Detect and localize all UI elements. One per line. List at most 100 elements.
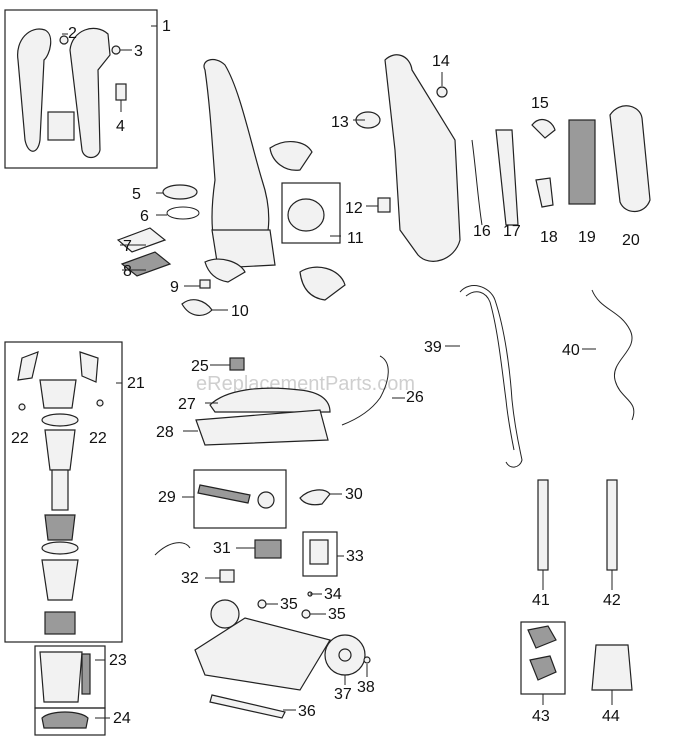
bin-lid-24 bbox=[41, 711, 89, 729]
gasket-6 bbox=[166, 206, 200, 220]
callout-2: 2 bbox=[68, 25, 77, 42]
motor-parts-group bbox=[154, 531, 344, 619]
screw-38 bbox=[363, 656, 371, 664]
accessories-group bbox=[445, 285, 635, 705]
axle-36 bbox=[209, 694, 286, 719]
dirt-bin-23 bbox=[39, 651, 83, 703]
brush-roll-box bbox=[193, 469, 287, 529]
callout-27: 27 bbox=[178, 396, 196, 413]
pedal-25 bbox=[229, 357, 245, 371]
callout-4: 4 bbox=[116, 118, 125, 135]
wand-41 bbox=[537, 479, 549, 571]
callout-38: 38 bbox=[357, 679, 375, 696]
belt-30 bbox=[299, 489, 331, 506]
callout-15: 15 bbox=[531, 95, 549, 112]
base-group bbox=[183, 355, 405, 446]
base-cover-27 bbox=[209, 387, 331, 413]
callout-24: 24 bbox=[113, 710, 131, 727]
callout-39: 39 bbox=[424, 339, 442, 356]
cup-body bbox=[41, 559, 79, 601]
callout-32: 32 bbox=[181, 570, 199, 587]
belt-cover bbox=[204, 258, 246, 283]
callout-22-left: 22 bbox=[11, 430, 29, 447]
callout-19: 19 bbox=[578, 229, 596, 246]
handle-assembly-group bbox=[4, 9, 158, 169]
callout-6: 6 bbox=[140, 208, 149, 225]
screw-35-a bbox=[257, 599, 267, 609]
dirt-cup-group bbox=[4, 341, 123, 643]
callout-26: 26 bbox=[406, 389, 424, 406]
handle-right-half bbox=[69, 27, 111, 159]
filter-19 bbox=[568, 119, 596, 205]
dirt-cup-box bbox=[4, 341, 123, 643]
cyclone-separator bbox=[44, 429, 76, 471]
callout-18: 18 bbox=[540, 229, 558, 246]
hose-26 bbox=[341, 355, 389, 426]
latch-12 bbox=[377, 197, 391, 213]
cup-filter bbox=[44, 514, 76, 541]
brush-roll bbox=[197, 484, 251, 504]
motor-box-11 bbox=[281, 182, 341, 244]
nozzle-18 bbox=[535, 177, 554, 208]
channel-17 bbox=[495, 129, 519, 226]
hose-10 bbox=[181, 299, 213, 316]
callout-37: 37 bbox=[334, 686, 352, 703]
callout-25: 25 bbox=[191, 358, 209, 375]
wheel-hub bbox=[338, 648, 352, 662]
switch-32 bbox=[219, 569, 235, 583]
lid-part bbox=[269, 141, 313, 171]
rear-housing-group bbox=[353, 54, 651, 262]
rear-housing bbox=[384, 54, 461, 262]
callout-35-a: 35 bbox=[280, 596, 298, 613]
callout-17: 17 bbox=[503, 223, 521, 240]
callout-13: 13 bbox=[331, 114, 349, 131]
callout-34: 34 bbox=[324, 586, 342, 603]
screw-22-left bbox=[18, 403, 26, 411]
nozzle-28 bbox=[195, 409, 329, 446]
callout-30: 30 bbox=[345, 486, 363, 503]
brush-end-cap bbox=[257, 491, 275, 509]
elbow-15 bbox=[531, 118, 556, 139]
callout-33: 33 bbox=[346, 548, 364, 565]
hose-39 bbox=[459, 285, 523, 468]
turbo-tool-44 bbox=[591, 644, 633, 691]
motor-box-33 bbox=[302, 531, 338, 577]
switch-4 bbox=[115, 83, 127, 101]
screw-22-right bbox=[96, 399, 104, 407]
motor-33 bbox=[309, 539, 329, 565]
cup-shaft bbox=[51, 469, 69, 511]
wheel-front bbox=[210, 599, 240, 629]
part-9 bbox=[199, 279, 211, 289]
callout-10: 10 bbox=[231, 303, 249, 320]
callout-36: 36 bbox=[298, 703, 316, 720]
callout-7: 7 bbox=[123, 238, 132, 255]
hose-39-inner bbox=[465, 291, 515, 451]
callout-43: 43 bbox=[532, 708, 550, 725]
bin-latch bbox=[81, 653, 91, 695]
tube-16 bbox=[471, 139, 483, 226]
cup-handle-left bbox=[17, 351, 39, 381]
callout-labels: 1 2 3 4 5 6 7 8 9 10 11 12 13 14 15 16 1… bbox=[11, 18, 640, 727]
callout-11: 11 bbox=[347, 230, 364, 247]
handle-insert bbox=[47, 111, 75, 141]
motor-housing bbox=[211, 229, 276, 269]
callout-21: 21 bbox=[127, 375, 145, 392]
screw-14 bbox=[436, 86, 448, 98]
handle-assembly-box bbox=[4, 9, 158, 169]
base-plate-group bbox=[194, 599, 371, 719]
main-body-housing bbox=[203, 58, 270, 263]
callout-3: 3 bbox=[134, 43, 143, 60]
screw-2 bbox=[59, 35, 69, 45]
callout-29: 29 bbox=[158, 489, 176, 506]
callout-8: 8 bbox=[123, 263, 132, 280]
callout-44: 44 bbox=[602, 708, 620, 725]
base-plate bbox=[194, 617, 331, 691]
cup-base bbox=[44, 611, 76, 635]
filter-pad-7 bbox=[116, 227, 167, 253]
callout-41: 41 bbox=[532, 592, 550, 609]
motor-11 bbox=[287, 198, 325, 232]
callout-5: 5 bbox=[132, 186, 141, 203]
callout-20: 20 bbox=[622, 232, 640, 249]
callout-35-b: 35 bbox=[328, 606, 346, 623]
